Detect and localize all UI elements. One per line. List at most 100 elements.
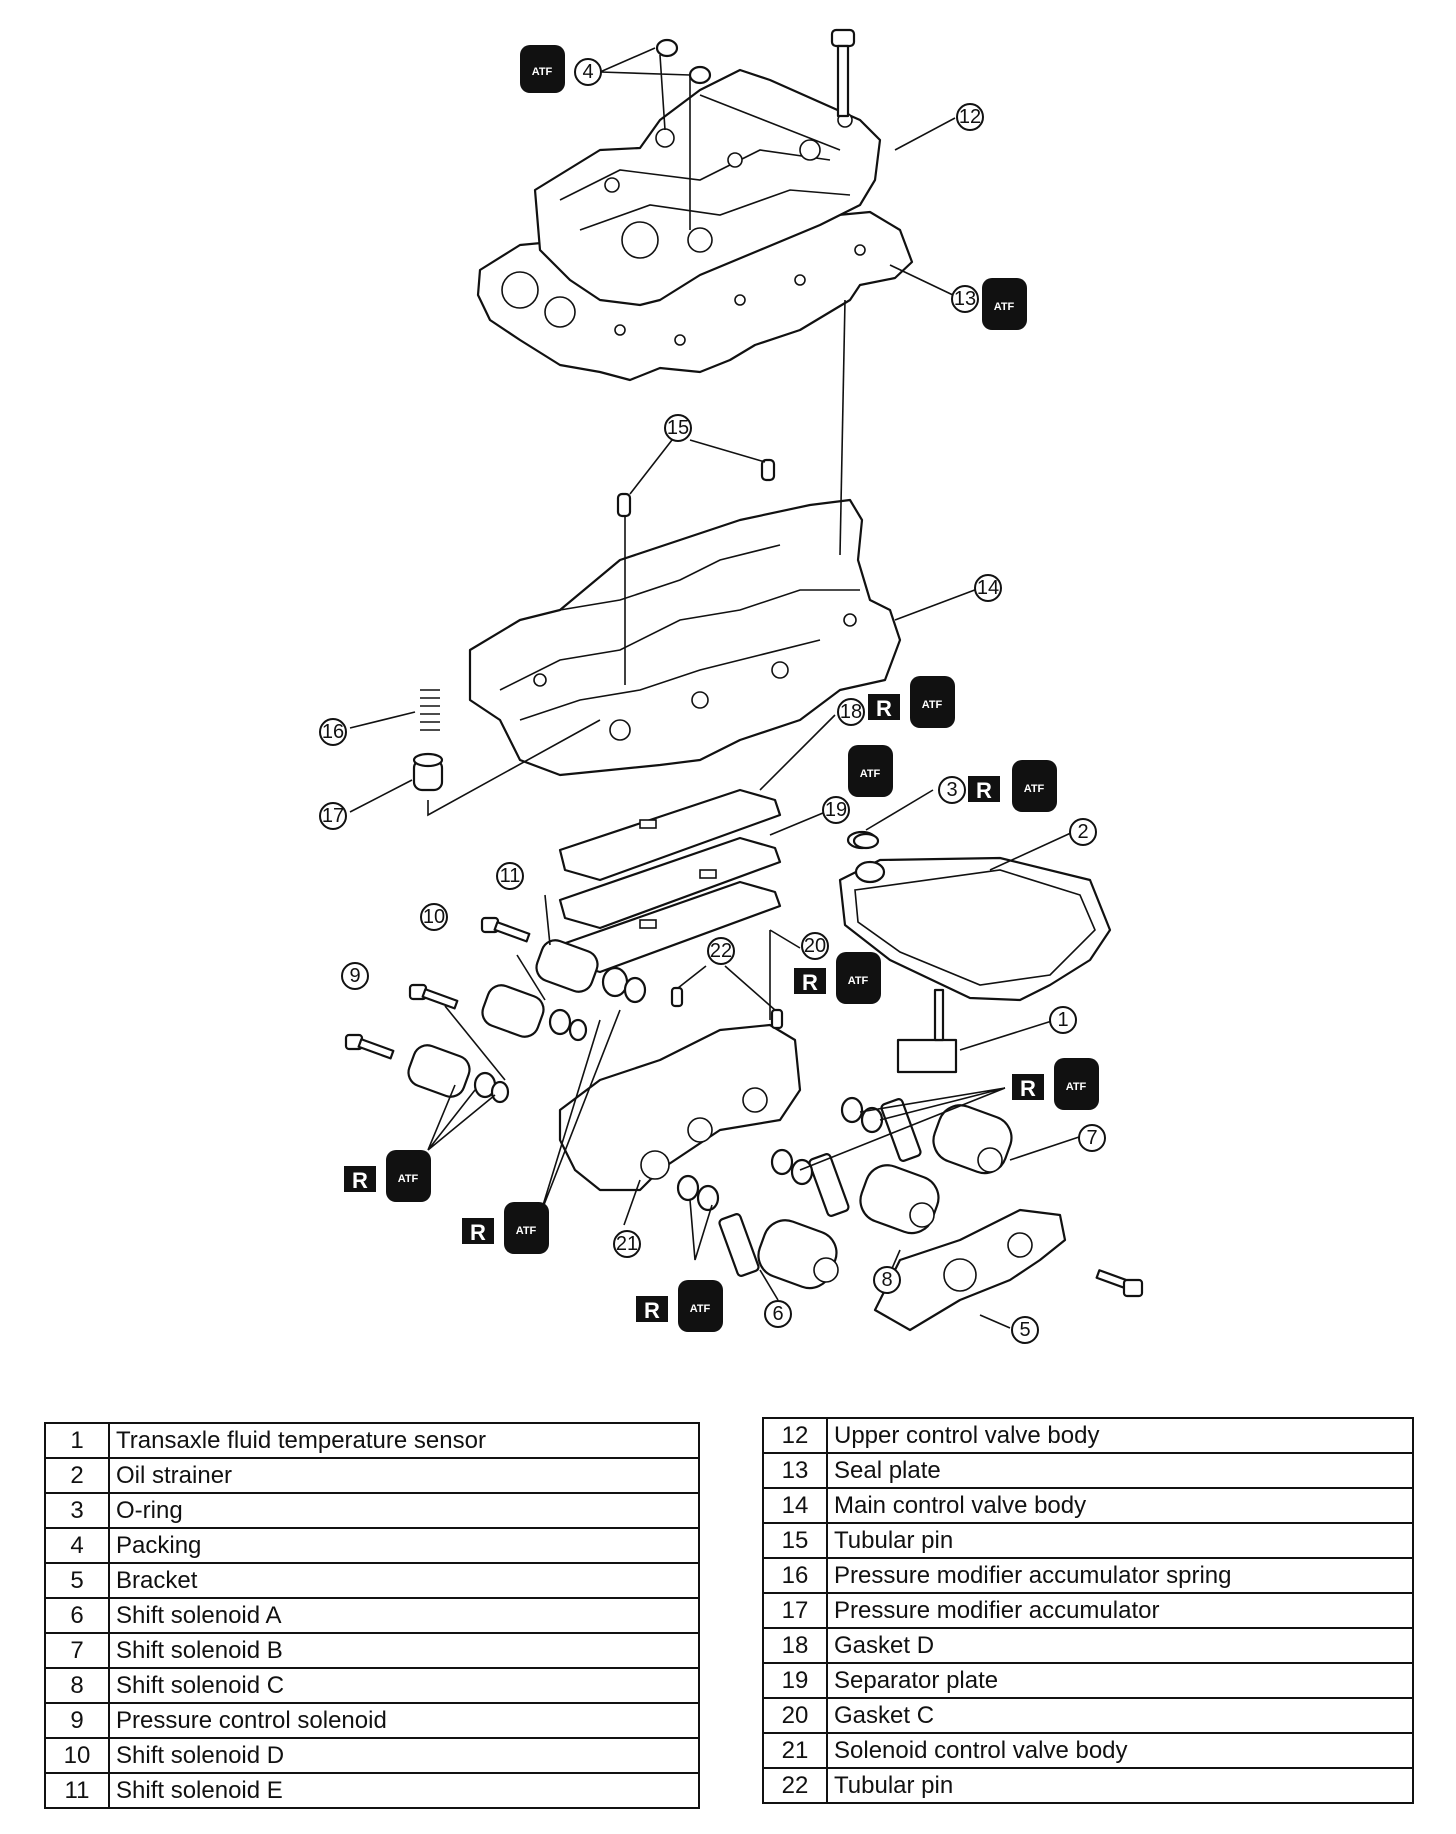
svg-text:8: 8 — [881, 1269, 892, 1291]
part-number: 4 — [44, 1527, 110, 1564]
callout-22: 22 — [707, 937, 735, 965]
part-name: Transaxle fluid temperature sensor — [108, 1422, 700, 1459]
part-name: Gasket C — [826, 1697, 1414, 1734]
part-number: 15 — [762, 1522, 828, 1559]
part-number: 13 — [762, 1452, 828, 1489]
callout-11: 11 — [496, 862, 524, 890]
part-name: Tubular pin — [826, 1522, 1414, 1559]
part-name: Shift solenoid D — [108, 1737, 700, 1774]
part-name: Main control valve body — [826, 1487, 1414, 1524]
part-name: Solenoid control valve body — [826, 1732, 1414, 1769]
part-name: Pressure control solenoid — [108, 1702, 700, 1739]
svg-text:ATF: ATF — [994, 301, 1015, 313]
part-number: 21 — [762, 1732, 828, 1769]
part-number: 19 — [762, 1662, 828, 1699]
callout-7: 7 — [1078, 1124, 1106, 1152]
main-control-valve-body — [412, 458, 902, 792]
callout-13: 13 — [951, 285, 979, 313]
svg-text:ATF: ATF — [532, 66, 553, 78]
part-name: Shift solenoid C — [108, 1667, 700, 1704]
part-name: Shift solenoid A — [108, 1597, 700, 1634]
callout-20: 20 — [801, 932, 829, 960]
part-number: 3 — [44, 1492, 110, 1529]
svg-text:17: 17 — [322, 805, 344, 827]
svg-text:R: R — [976, 778, 992, 803]
callout-5: 5 — [1011, 1316, 1039, 1344]
svg-text:16: 16 — [322, 721, 344, 743]
callout-8: 8 — [873, 1266, 901, 1294]
svg-text:15: 15 — [667, 417, 689, 439]
atf-symbol-6: R ATF — [636, 1280, 723, 1332]
solenoids-right — [676, 1096, 1144, 1332]
svg-text:11: 11 — [500, 865, 521, 887]
svg-text:R: R — [802, 970, 818, 995]
part-number: 11 — [44, 1772, 110, 1809]
part-name: Separator plate — [826, 1662, 1414, 1699]
part-number: 5 — [44, 1562, 110, 1599]
svg-text:14: 14 — [977, 577, 999, 599]
part-name: Pressure modifier accumulator — [826, 1592, 1414, 1629]
atf-symbol-19: ATF — [848, 745, 893, 797]
svg-text:12: 12 — [959, 106, 981, 128]
callout-14: 14 — [974, 574, 1002, 602]
svg-text:2: 2 — [1077, 821, 1088, 843]
callout-17: 17 — [319, 802, 347, 830]
part-number: 10 — [44, 1737, 110, 1774]
callout-4: 4 — [574, 58, 602, 86]
svg-text:20: 20 — [804, 935, 826, 957]
svg-text:ATF: ATF — [1024, 783, 1045, 795]
svg-text:ATF: ATF — [860, 768, 881, 780]
svg-text:ATF: ATF — [398, 1173, 419, 1185]
part-number: 8 — [44, 1667, 110, 1704]
leader-lines — [349, 47, 1086, 1329]
callout-21: 21 — [613, 1230, 641, 1258]
callout-12: 12 — [956, 103, 984, 131]
svg-text:21: 21 — [616, 1233, 638, 1255]
svg-text:1: 1 — [1057, 1009, 1068, 1031]
part-number: 18 — [762, 1627, 828, 1664]
atf-symbol-3: R ATF — [968, 760, 1057, 812]
svg-text:7: 7 — [1086, 1127, 1097, 1149]
callout-9: 9 — [341, 962, 369, 990]
part-number: 22 — [762, 1767, 828, 1804]
part-number: 2 — [44, 1457, 110, 1494]
atf-symbol-13: ATF — [982, 278, 1027, 330]
callout-16: 16 — [319, 718, 347, 746]
part-number: 16 — [762, 1557, 828, 1594]
svg-text:5: 5 — [1019, 1319, 1030, 1341]
part-name: Oil strainer — [108, 1457, 700, 1494]
svg-text:R: R — [876, 696, 892, 721]
part-number: 7 — [44, 1632, 110, 1669]
callout-18: 18 — [837, 698, 865, 726]
svg-text:3: 3 — [946, 779, 957, 801]
atf-symbol-7: R ATF — [1012, 1058, 1099, 1110]
svg-text:6: 6 — [772, 1303, 783, 1325]
part-number: 17 — [762, 1592, 828, 1629]
svg-text:22: 22 — [710, 940, 732, 962]
svg-text:19: 19 — [825, 799, 847, 821]
callout-15: 15 — [664, 414, 692, 442]
svg-text:R: R — [644, 1298, 660, 1323]
part-name: Seal plate — [826, 1452, 1414, 1489]
svg-text:9: 9 — [349, 965, 360, 987]
part-number: 9 — [44, 1702, 110, 1739]
atf-symbol-4: ATF — [520, 45, 565, 93]
